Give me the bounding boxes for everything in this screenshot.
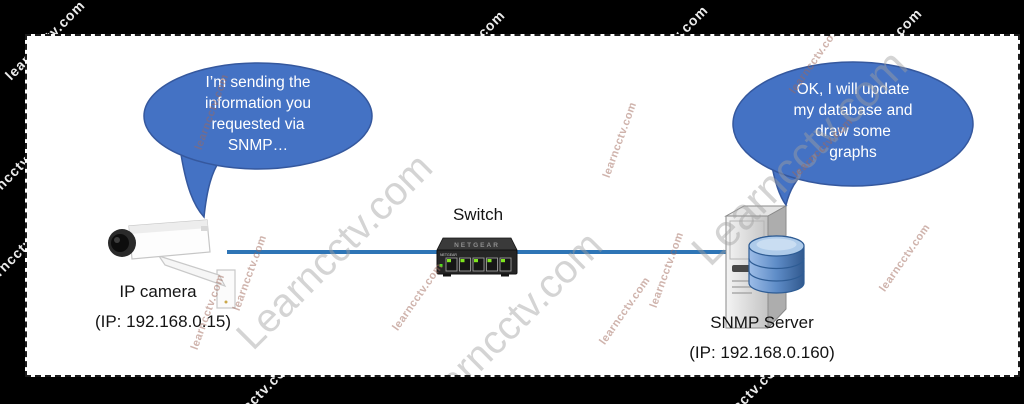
server-label: SNMP Server	[710, 313, 814, 332]
watermark-text: learncctv.com	[877, 221, 933, 295]
server-speech-bubble	[725, 58, 987, 213]
switch-brand-front: NETGEAR	[440, 253, 457, 257]
camera-ip-label: (IP: 192.168.0.15)	[94, 312, 232, 331]
snmp-server-icon	[722, 203, 840, 338]
camera-label: IP camera	[119, 282, 197, 301]
switch-brand-top: NETGEAR	[454, 242, 500, 249]
diagram-panel: Learncctv.com Learncctv.com Learncctv.co…	[25, 34, 1020, 377]
server-bubble-text: OK, I will update my database and draw s…	[793, 81, 913, 161]
watermark-text: learncctv.com	[647, 230, 687, 310]
ip-camera-icon	[105, 218, 245, 310]
camera-bubble-text: I’m sending the information you requeste…	[205, 74, 311, 154]
network-switch-icon: NETGEAR NETGEAR	[433, 230, 521, 278]
watermark-text: learncctv.com	[600, 100, 640, 180]
switch-label: Switch	[452, 205, 504, 224]
server-ip-label: (IP: 192.168.0.160)	[689, 343, 835, 362]
camera-speech-bubble	[112, 56, 374, 226]
watermark-text: learncctv.com	[597, 274, 653, 348]
